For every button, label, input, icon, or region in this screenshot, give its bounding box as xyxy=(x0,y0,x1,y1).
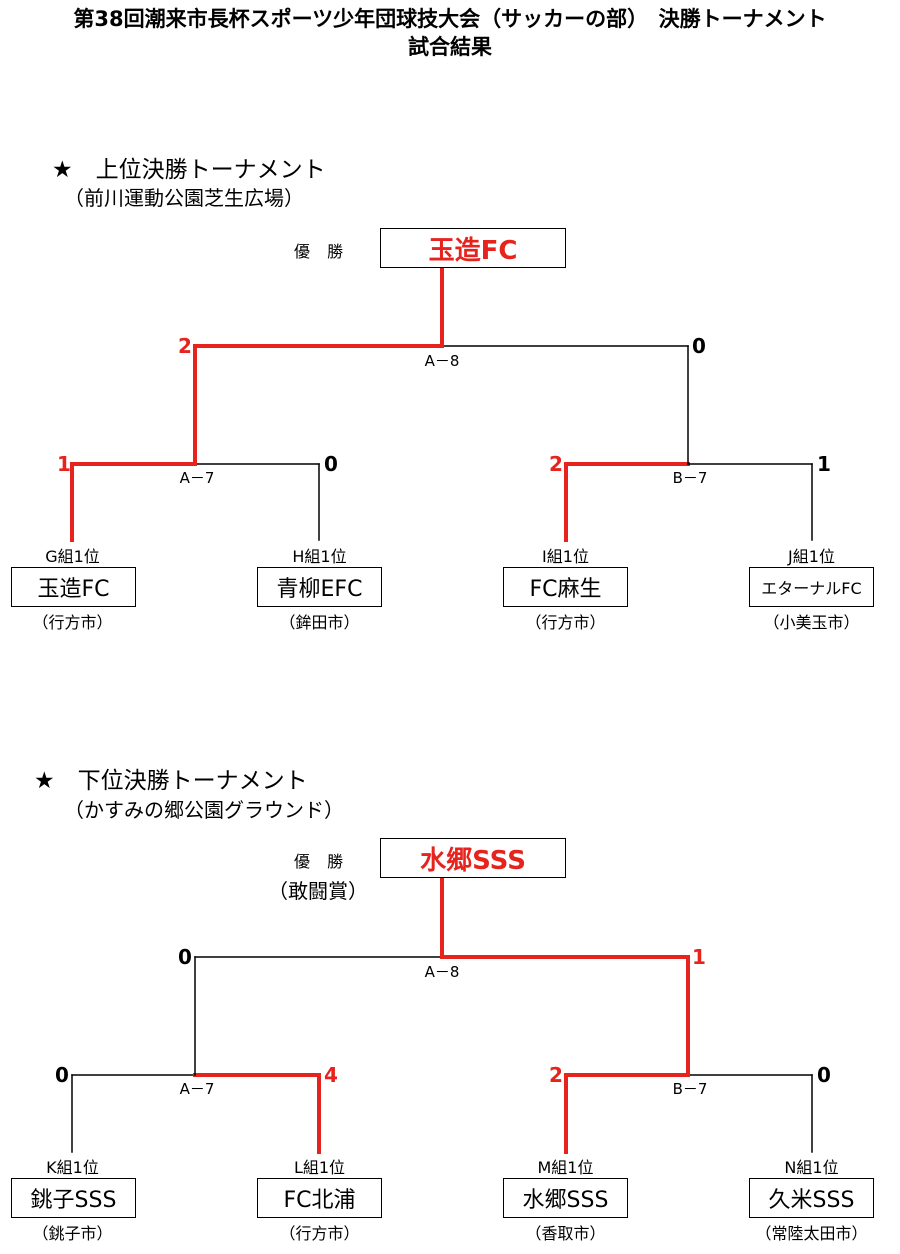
team-city: （銚子市） xyxy=(32,1224,113,1243)
team-name: 久米SSS xyxy=(768,1188,855,1213)
team-name: FC麻生 xyxy=(529,577,602,602)
lower-semi-a-left-score: 0 xyxy=(55,1063,69,1087)
upper-semi-b-right-score: 1 xyxy=(817,452,831,476)
lower-champion-name: 水郷SSS xyxy=(420,845,526,876)
team-box: 青柳EFC xyxy=(257,567,382,607)
upper-semi-a-right-score: 0 xyxy=(324,452,338,476)
team-name: 玉造FC xyxy=(37,577,110,602)
upper-final-label: A－8 xyxy=(424,352,460,370)
upper-champion-name: 玉造FC xyxy=(428,235,518,266)
upper-heading: ★ 上位決勝トーナメント xyxy=(52,157,326,183)
team-city: （行方市） xyxy=(525,613,606,632)
team-box: FC北浦 xyxy=(257,1178,382,1218)
lower-final-right-score: 1 xyxy=(692,945,706,969)
lower-champion-box: 水郷SSS xyxy=(380,838,566,878)
team-name: 銚子SSS xyxy=(30,1188,117,1213)
team-name: 青柳EFC xyxy=(276,577,363,602)
lower-heading: ★ 下位決勝トーナメント xyxy=(34,768,308,794)
team-city: （行方市） xyxy=(32,613,113,632)
lower-final-label: A－8 xyxy=(424,963,460,981)
team-name: エターナルFC xyxy=(761,579,862,598)
upper-final-right-score: 0 xyxy=(692,334,706,358)
lower-semi-b-left-score: 2 xyxy=(549,1063,563,1087)
team-box: 久米SSS xyxy=(749,1178,874,1218)
upper-champion-label: 優 勝 xyxy=(294,242,350,261)
team-group: J組1位 xyxy=(788,547,835,566)
upper-venue: （前川運動公園芝生広場） xyxy=(64,186,304,210)
lower-champion-sublabel: （敢闘賞） xyxy=(268,879,368,903)
team-box: 水郷SSS xyxy=(503,1178,628,1218)
team-group: I組1位 xyxy=(542,547,589,566)
team-group: G組1位 xyxy=(45,547,100,566)
upper-semi-b-label: B－7 xyxy=(672,469,708,487)
team-city: （行方市） xyxy=(279,1224,360,1243)
team-group: M組1位 xyxy=(537,1158,594,1177)
team-box: FC麻生 xyxy=(503,567,628,607)
upper-champion-box: 玉造FC xyxy=(380,228,566,268)
lower-bracket-lines xyxy=(71,876,813,1154)
team-group: L組1位 xyxy=(293,1158,346,1177)
team-city: （香取市） xyxy=(525,1224,606,1243)
team-box: 銚子SSS xyxy=(11,1178,136,1218)
lower-semi-a-right-score: 4 xyxy=(324,1063,338,1087)
team-city: （常陸太田市） xyxy=(755,1224,868,1243)
upper-semi-a-label: A－7 xyxy=(179,469,215,487)
team-box: エターナルFC xyxy=(749,567,874,607)
team-group: K組1位 xyxy=(46,1158,99,1177)
team-name: FC北浦 xyxy=(283,1188,356,1213)
team-name: 水郷SSS xyxy=(522,1188,609,1213)
team-box: 玉造FC xyxy=(11,567,136,607)
lower-champion-label: 優 勝 xyxy=(294,852,350,871)
team-group: H組1位 xyxy=(292,547,347,566)
upper-semi-b-left-score: 2 xyxy=(549,452,563,476)
lower-final-left-score: 0 xyxy=(178,945,192,969)
upper-final-left-score: 2 xyxy=(178,334,192,358)
lower-semi-b-right-score: 0 xyxy=(817,1063,831,1087)
document-title-line2: 試合結果 xyxy=(408,35,492,59)
team-group: N組1位 xyxy=(784,1158,839,1177)
lower-venue: （かすみの郷公園グラウンド） xyxy=(64,798,344,822)
lower-semi-b-label: B－7 xyxy=(672,1080,708,1098)
team-city: （小美玉市） xyxy=(763,613,860,632)
upper-semi-a-left-score: 1 xyxy=(57,452,71,476)
lower-semi-a-label: A－7 xyxy=(179,1080,215,1098)
team-city: （鉾田市） xyxy=(279,613,360,632)
upper-bracket-lines xyxy=(70,265,813,542)
document-title-line1: 第38回潮来市長杯スポーツ少年団球技大会（サッカーの部） 決勝トーナメント xyxy=(73,7,827,31)
